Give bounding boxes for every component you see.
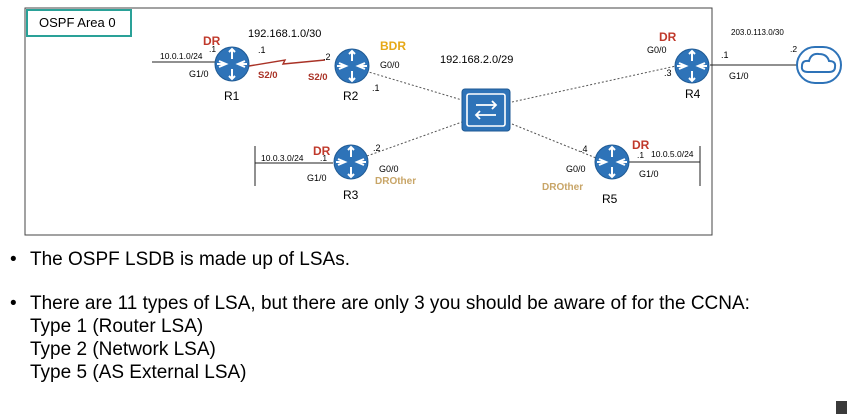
r1-name: R1: [224, 89, 240, 103]
lsa-type-item: Type 2 (Network LSA): [10, 338, 750, 361]
r3-switch-link: [366, 121, 463, 157]
r2-wan-host: .2: [323, 52, 331, 62]
r4-ext-intf: G1/0: [729, 71, 749, 81]
cloud-icon: [796, 46, 842, 84]
r3-lan-host: .1: [320, 153, 327, 163]
r1-role: DR: [203, 34, 221, 48]
r3-name: R3: [343, 188, 359, 202]
lsa-type-label: Type 1 (Router LSA): [30, 316, 204, 337]
internet-host: .2: [790, 44, 797, 54]
r4-role: DR: [659, 30, 677, 44]
r1-lan-host: .1: [209, 44, 216, 54]
r2-wan-intf: S2/0: [308, 72, 328, 83]
r5-role: DR: [632, 138, 650, 152]
switch-icon: [461, 88, 511, 132]
r4-switch-link: [511, 65, 677, 103]
r3-g0-role: DROther: [375, 176, 416, 187]
r5-router-icon: [594, 144, 630, 180]
r1-router-icon: [214, 46, 250, 82]
r5-name: R5: [602, 192, 618, 206]
lsa-type-label: Type 5 (AS External LSA): [30, 362, 247, 383]
external-subnet: 203.0.113.0/30: [731, 28, 784, 37]
r5-g0-intf: G0/0: [566, 164, 586, 174]
r3-lan-intf: G1/0: [307, 173, 327, 183]
lsa-type-item: Type 5 (AS External LSA): [10, 361, 750, 384]
r2-lan-intf: G0/0: [380, 60, 400, 70]
r2-router-icon: [334, 48, 370, 84]
r2-name: R2: [343, 89, 359, 103]
area-label: OSPF Area 0: [39, 15, 116, 30]
slide-corner-marker: [836, 401, 847, 414]
r2-lan-host: .1: [372, 83, 380, 93]
r4-ext-host: .1: [721, 50, 729, 60]
r4-name: R4: [685, 87, 701, 101]
r1-wan-intf: S2/0: [258, 70, 278, 81]
area-boundary: [24, 7, 713, 236]
r3-g0-intf: G0/0: [379, 164, 399, 174]
r3-role: DR: [313, 144, 331, 158]
r4-g0-intf: G0/0: [647, 45, 667, 55]
r5-lan-host: .1: [637, 150, 644, 160]
r3-g0-host: .2: [373, 143, 381, 153]
bullet-icon: •: [10, 249, 17, 270]
network-diagram: OSPF Area 0 DR 10.0.1.0/24 .1 G1/0 .1 S2…: [24, 7, 842, 236]
r5-g0-host: .4: [580, 144, 588, 154]
r1-lan-intf: G1/0: [189, 69, 209, 79]
r3-lan-subnet: 10.0.3.0/24: [261, 153, 304, 163]
bullet-item: • The OSPF LSDB is made up of LSAs.: [10, 248, 750, 271]
lan-subnet: 192.168.2.0/29: [440, 54, 513, 66]
bullet-list: • The OSPF LSDB is made up of LSAs. • Th…: [10, 248, 750, 384]
r2-role: BDR: [380, 39, 406, 53]
r1-wan-host: .1: [258, 45, 266, 55]
r5-switch-link: [511, 123, 597, 159]
r1-lan-subnet: 10.0.1.0/24: [160, 51, 203, 61]
serial-subnet: 192.168.1.0/30: [248, 28, 321, 40]
lsa-type-label: Type 2 (Network LSA): [30, 339, 216, 360]
area-label-box: [26, 9, 132, 37]
r5-lan-subnet: 10.0.5.0/24: [651, 149, 694, 159]
r5-lan-intf: G1/0: [639, 169, 659, 179]
r2-switch-link: [361, 69, 463, 101]
serial-link: [248, 59, 326, 67]
bullet-item: • There are 11 types of LSA, but there a…: [10, 292, 750, 315]
lsa-type-item: Type 1 (Router LSA): [10, 315, 750, 338]
bullet-text: The OSPF LSDB is made up of LSAs.: [30, 249, 350, 270]
r3-router-icon: [333, 144, 369, 180]
r5-g0-role: DROther: [542, 182, 583, 193]
bullet-icon: •: [10, 293, 17, 314]
bullet-text: There are 11 types of LSA, but there are…: [30, 293, 750, 314]
r4-router-icon: [674, 48, 710, 84]
r4-g0-host: .3: [664, 68, 672, 78]
